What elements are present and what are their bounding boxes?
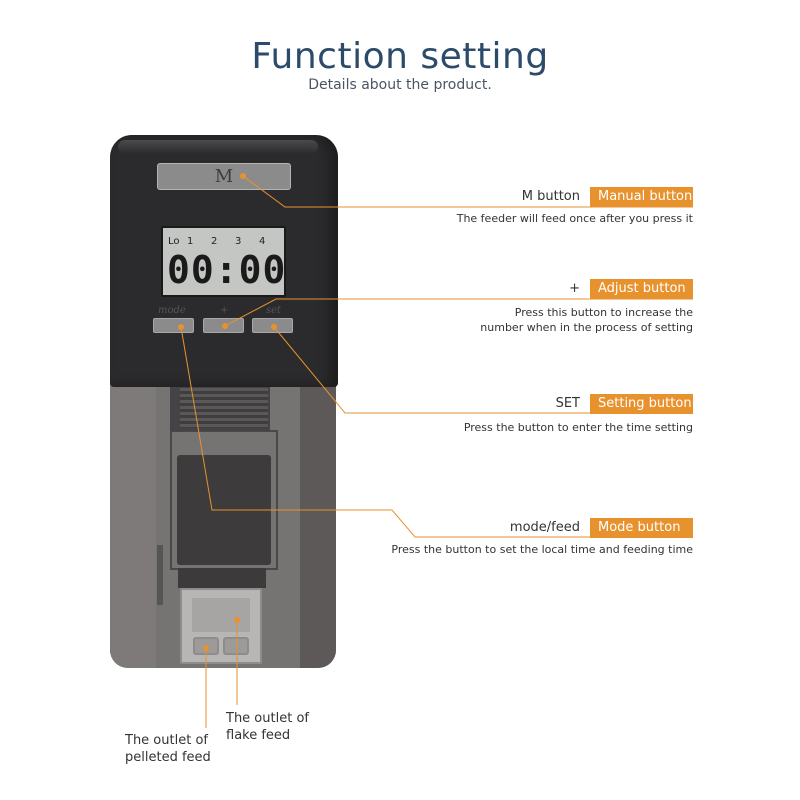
- page-title: Function setting: [251, 36, 549, 77]
- mode-button-label: mode: [158, 305, 186, 316]
- callout-set-tag: Setting button: [590, 394, 693, 414]
- lcd-slot-row: Lo 1 2 3 4: [168, 236, 283, 247]
- page-subtitle: Details about the product.: [308, 77, 492, 93]
- lcd-display: [161, 226, 286, 297]
- side-notch: [157, 545, 163, 605]
- control-head-highlight: [118, 140, 318, 154]
- container-shadow: [300, 380, 336, 668]
- flake-outlet-label-line1: The outlet of: [226, 711, 309, 726]
- set-button-label: set: [266, 305, 282, 316]
- flake-outlet: [192, 598, 250, 632]
- container-highlight: [110, 380, 156, 668]
- set-button[interactable]: [252, 318, 293, 333]
- lcd-slot-lo: Lo: [168, 236, 180, 247]
- manual-button[interactable]: M: [157, 163, 291, 190]
- callout-adjust-name: +: [569, 281, 580, 296]
- pellet-cup-left: [193, 637, 219, 655]
- callout-m-button-name: M button: [521, 189, 580, 204]
- flake-outlet-label-line2: flake feed: [226, 728, 291, 743]
- lcd-slot-2: 2: [211, 236, 218, 247]
- lcd-slot-4: 4: [259, 236, 266, 247]
- callout-set-desc: Press the button to enter the time setti…: [463, 421, 693, 434]
- flake-outlet-label: The outlet of flake feed: [226, 710, 309, 744]
- plus-button-label: +: [220, 305, 229, 316]
- lcd-slot-1: 1: [187, 236, 194, 247]
- callout-mode-desc: Press the button to set the local time a…: [391, 543, 693, 556]
- slider-body: [177, 455, 271, 565]
- pelleted-outlet-label-line1: The outlet of: [125, 733, 208, 748]
- plus-button[interactable]: [203, 318, 244, 333]
- callout-adjust-desc-line2: number when in the process of setting: [480, 321, 693, 334]
- lcd-slot-3: 3: [235, 236, 242, 247]
- lcd-time: 00:00: [167, 248, 287, 292]
- callout-m-button-desc: The feeder will feed once after you pres…: [456, 212, 693, 225]
- mode-button[interactable]: [153, 318, 194, 333]
- pelleted-outlet-label-line2: pelleted feed: [125, 750, 211, 765]
- callout-mode-tag: Mode button: [590, 518, 693, 538]
- callout-m-button-tag: Manual button: [590, 187, 693, 207]
- callout-mode-name: mode/feed: [509, 520, 580, 535]
- callout-adjust-desc-line1: Press this button to increase the: [514, 306, 693, 319]
- feed-tray: [178, 568, 266, 588]
- callout-set-name: SET: [555, 396, 580, 411]
- pelleted-outlet-label: The outlet of pelleted feed: [125, 732, 211, 766]
- slider-grip[interactable]: [180, 388, 268, 428]
- pellet-cup-right: [223, 637, 249, 655]
- callout-adjust-tag: Adjust button: [590, 279, 693, 299]
